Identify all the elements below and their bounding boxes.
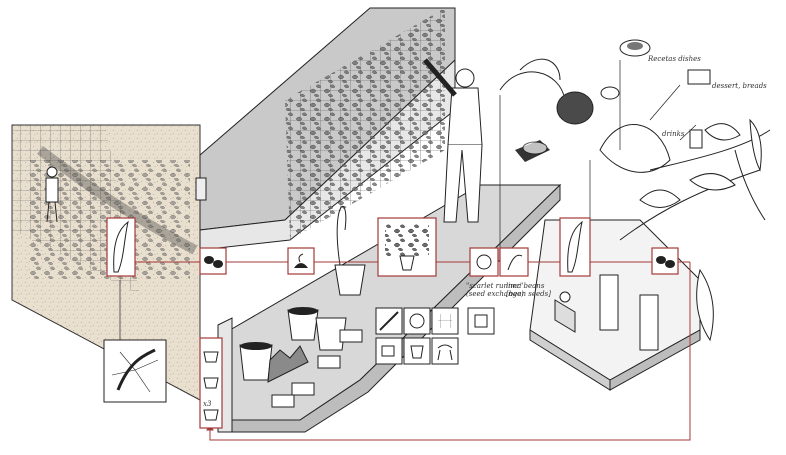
scarlet-runner-sub-label: (seed exchange) xyxy=(466,290,524,298)
lima-beans-label: lima beans xyxy=(506,282,545,290)
pedestrian-figure xyxy=(45,166,59,223)
stage-sprout xyxy=(287,247,315,275)
desserts-breads-label: dessert, breads xyxy=(712,82,767,90)
seed-count-label: x3 xyxy=(203,400,212,408)
stage-seeds-1 xyxy=(199,247,227,275)
stage-flower-bean-1 xyxy=(469,247,499,277)
seed-dispersal-diagram xyxy=(103,339,167,403)
recipe-dishes-label: Recetas dishes xyxy=(648,55,701,63)
stage-potted-bean-plant xyxy=(377,217,437,277)
food-dish-icon xyxy=(619,39,651,57)
pollinators-and-harvest xyxy=(499,39,771,342)
gardener-figure xyxy=(423,58,483,223)
scarlet-runner-label: "scarlet runner" xyxy=(466,282,524,290)
drinks-label: drinks xyxy=(662,130,685,138)
bread-icon xyxy=(687,69,711,85)
stage-harvested-pod xyxy=(559,217,591,277)
bean-seeds-label: [bean seeds] xyxy=(506,290,551,298)
potted-plants xyxy=(239,205,366,408)
stage-flower-bean-2 xyxy=(499,247,529,277)
drink-glass-icon xyxy=(689,129,703,149)
stage-bean-pod xyxy=(106,217,136,277)
stage-seeds-2 xyxy=(651,247,679,275)
leader-lines xyxy=(119,60,697,340)
stage-planting-sequence xyxy=(199,337,223,429)
bean-vine-trellis xyxy=(285,8,445,240)
kitchen-cutaway xyxy=(529,219,701,391)
gardening-tools-grid xyxy=(375,307,495,365)
